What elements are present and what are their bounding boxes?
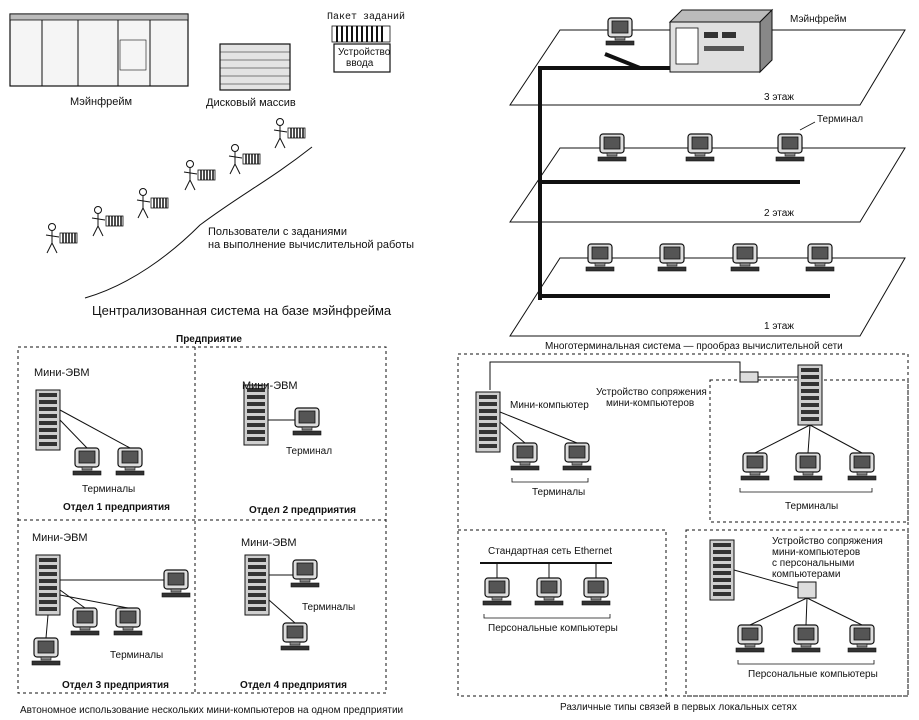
job-batch-label: Пакет заданий	[327, 12, 406, 23]
mainframe-cabinets	[9, 13, 189, 87]
dept4-label: Отдел 4 предприятия	[240, 680, 347, 691]
terminal-icon	[161, 569, 191, 598]
mini-evm-1-label: Мини-ЭВМ	[34, 367, 90, 379]
terminal-icon	[657, 243, 687, 272]
terminal-icon	[292, 407, 322, 436]
mainframe-q2	[668, 8, 774, 74]
pc-icon	[482, 577, 512, 606]
coupler2-label-line2: мини-компьютеров	[772, 547, 861, 558]
mini-evm-icon	[35, 389, 61, 451]
terminal-icon	[31, 637, 61, 666]
input-device-label-line2: ввода	[346, 58, 374, 69]
user-figure	[45, 222, 78, 254]
input-device-label-line1: Устройство	[338, 47, 391, 58]
coupler2-label-line4: компьютерами	[772, 569, 841, 580]
minicomputer-icon	[709, 539, 735, 601]
floor1-label: 1 этаж	[764, 321, 794, 332]
mini-evm-2-label: Мини-ЭВМ	[242, 380, 298, 392]
terminal-icon	[72, 447, 102, 476]
pc-icon	[791, 624, 821, 653]
user-figure	[183, 159, 216, 191]
terminal-q2-label: Терминал	[817, 114, 864, 125]
q4-caption: Различные типы связей в первых локальных…	[560, 702, 797, 713]
user-figure	[273, 117, 306, 149]
pc-icon	[735, 624, 765, 653]
minicomputer-icon	[797, 364, 823, 426]
terminals-left-label: Терминалы	[532, 487, 586, 498]
coupler-label-line1: Устройство сопряжения	[596, 387, 707, 398]
pcs-left-label: Персональные компьютеры	[488, 623, 618, 634]
terminal-icon	[685, 133, 715, 162]
mini-evm-icon	[243, 384, 269, 446]
mini-evm-icon	[35, 554, 61, 616]
terminal-icon	[805, 243, 835, 272]
terminal-icon	[605, 17, 635, 46]
terminals-4-label: Терминалы	[302, 602, 356, 613]
minicomputer-label: Мини-компьютер	[510, 400, 589, 411]
terminal-icon	[597, 133, 627, 162]
coupler-icon	[739, 371, 759, 383]
terminal-icon	[70, 607, 100, 636]
pcs-right-label: Персональные компьютеры	[748, 669, 878, 680]
dept1-label: Отдел 1 предприятия	[63, 502, 170, 513]
users-brace	[84, 146, 313, 299]
ethernet-label: Стандартная сеть Ethernet	[488, 546, 612, 557]
q3-devices	[31, 384, 322, 666]
q4-devices	[475, 361, 877, 653]
mainframe-q2-label: Мэйнфрейм	[790, 14, 847, 25]
terminal-icon	[740, 452, 770, 481]
card-batch-icon	[331, 25, 391, 73]
disk-array-label: Дисковый массив	[206, 97, 296, 109]
users-label-line1: Пользователи с заданиями	[208, 226, 347, 238]
users-label-line2: на выполнение вычислительной работы	[208, 239, 415, 251]
terminal-icon	[775, 133, 805, 162]
terminal-icon	[280, 622, 310, 651]
dept2-label: Отдел 2 предприятия	[249, 505, 356, 516]
terminal-icon	[290, 559, 320, 588]
pc-icon	[534, 577, 564, 606]
q3-caption: Автономное использование нескольких мини…	[20, 705, 404, 716]
cabling	[538, 52, 830, 300]
coupler2-label-line1: Устройство сопряжения	[772, 536, 883, 547]
terminals-3-label: Терминалы	[110, 650, 164, 661]
floor3-label: 3 этаж	[764, 92, 794, 103]
mini-evm-3-label: Мини-ЭВМ	[32, 532, 88, 544]
q1-caption: Централизованная система на базе мэйнфре…	[92, 303, 392, 318]
q3-frames	[17, 346, 387, 694]
minicomputer-icon	[475, 391, 501, 453]
mini-evm-icon	[244, 554, 270, 616]
coupler-icon	[797, 581, 817, 599]
terminal-2-label: Терминал	[286, 446, 333, 457]
terminal-icon	[847, 452, 877, 481]
q4-frames	[457, 353, 909, 697]
pc-icon	[581, 577, 611, 606]
terminal-icon	[585, 243, 615, 272]
terminal-icon	[115, 447, 145, 476]
coupler2-label-line3: с персональными	[772, 558, 855, 569]
terminal-icon	[113, 607, 143, 636]
terminal-icon	[730, 243, 760, 272]
terminal-icon	[562, 442, 592, 471]
dept3-label: Отдел 3 предприятия	[62, 680, 169, 691]
disk-array	[219, 43, 291, 91]
terminals-1-label: Терминалы	[82, 484, 136, 495]
terminal-icon	[510, 442, 540, 471]
user-figure	[228, 143, 261, 175]
terminals-right-label: Терминалы	[785, 501, 839, 512]
enterprise-label: Предприятие	[176, 334, 242, 345]
floor2-label: 2 этаж	[764, 208, 794, 219]
user-figure	[136, 187, 169, 219]
pc-icon	[847, 624, 877, 653]
terminal-icon	[793, 452, 823, 481]
q2-caption: Многотерминальная система — прообраз выч…	[545, 341, 843, 352]
coupler-label-line2: мини-компьютеров	[606, 398, 695, 409]
terminal-pointer	[799, 121, 816, 131]
user-figure	[91, 205, 124, 237]
mini-evm-4-label: Мини-ЭВМ	[241, 537, 297, 549]
mainframe-label: Мэйнфрейм	[70, 96, 133, 108]
brackets	[483, 478, 875, 665]
